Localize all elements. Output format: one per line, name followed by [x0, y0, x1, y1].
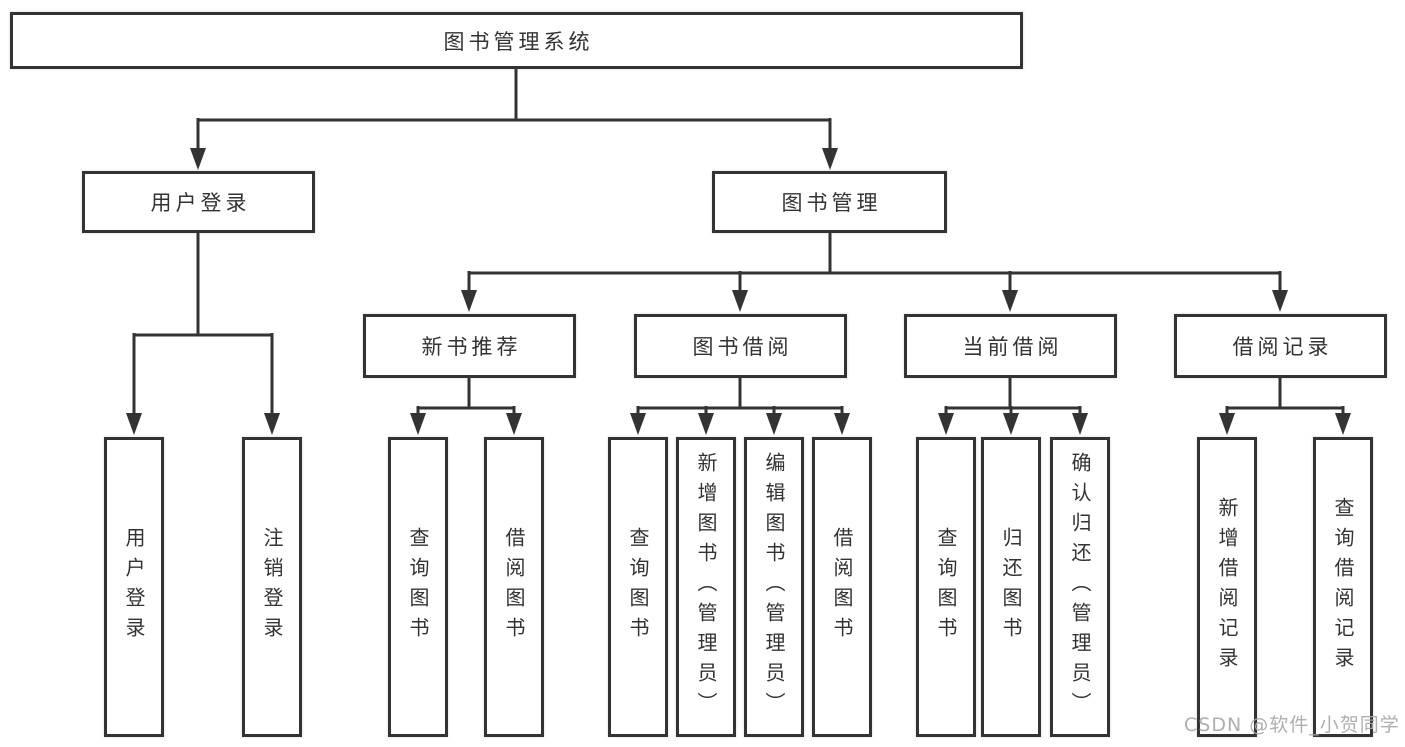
arrow-icon [1003, 413, 1019, 435]
leaf-logout: 注销登录 [242, 437, 302, 737]
leaf-query-borrow-record: 查询借阅记录 [1313, 437, 1373, 737]
arrow-icon [506, 413, 522, 435]
node-new-book-recommendation: 新书推荐 [363, 314, 576, 378]
arrow-icon [630, 413, 646, 435]
arrow-icon [1072, 413, 1088, 435]
arrow-icon [410, 413, 426, 435]
arrow-icon [1002, 290, 1018, 312]
arrow-icon [126, 413, 142, 435]
arrow-icon [1272, 290, 1288, 312]
arrow-icon [461, 290, 477, 312]
arrow-icon [834, 413, 850, 435]
leaf-borrow-books-borrowing: 借阅图书 [812, 437, 872, 737]
leaf-query-books-current: 查询图书 [916, 437, 976, 737]
leaf-confirm-return-admin: 确认归还（管理员） [1050, 437, 1110, 737]
leaf-add-borrow-record: 新增借阅记录 [1197, 437, 1257, 737]
arrow-icon [1219, 413, 1235, 435]
arrow-icon [822, 148, 838, 170]
arrow-icon [1335, 413, 1351, 435]
node-borrowing-records: 借阅记录 [1174, 314, 1387, 378]
leaf-borrow-books-recommendation: 借阅图书 [484, 437, 544, 737]
arrow-icon [264, 413, 280, 435]
csdn-watermark: CSDN @软件_小贺同学 [1184, 714, 1400, 736]
leaf-user-login: 用户登录 [104, 437, 164, 737]
node-book-borrowing: 图书借阅 [634, 314, 847, 378]
leaf-query-books-recommendation: 查询图书 [388, 437, 448, 737]
arrow-icon [732, 290, 748, 312]
tree-edges [132, 68, 1345, 415]
leaf-edit-books-admin: 编辑图书（管理员） [744, 437, 804, 737]
leaf-query-books-borrowing: 查询图书 [608, 437, 668, 737]
leaf-return-books: 归还图书 [981, 437, 1041, 737]
arrow-icon [698, 413, 714, 435]
node-book-management: 图书管理 [712, 171, 947, 233]
node-current-borrowing: 当前借阅 [904, 314, 1117, 378]
arrow-icon [938, 413, 954, 435]
arrow-icon [190, 148, 206, 170]
leaf-add-books-admin: 新增图书（管理员） [676, 437, 736, 737]
arrow-icon [766, 413, 782, 435]
node-root-system: 图书管理系统 [10, 12, 1023, 69]
node-user-login: 用户登录 [82, 171, 315, 233]
